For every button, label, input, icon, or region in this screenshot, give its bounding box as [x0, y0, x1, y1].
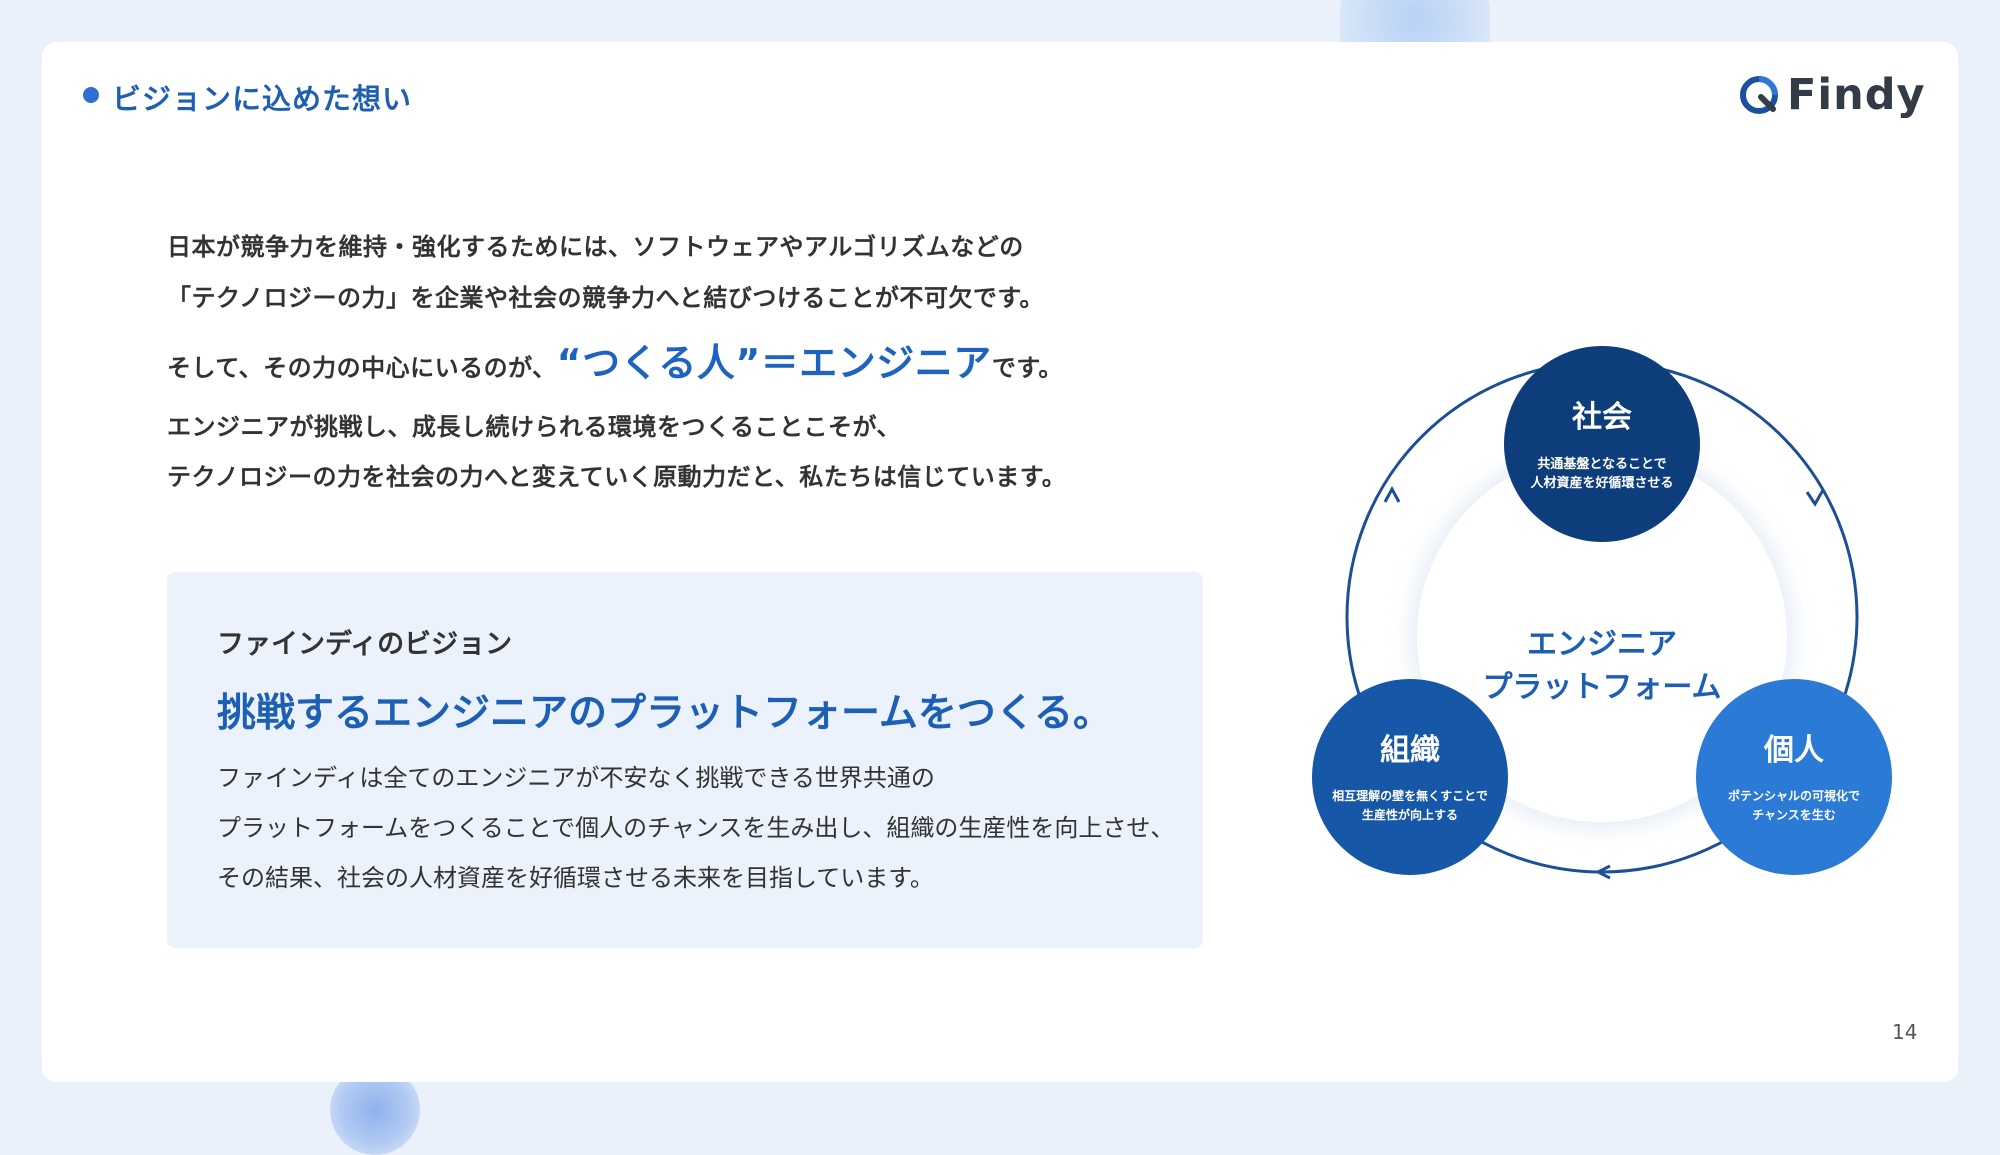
node-society	[1504, 346, 1700, 542]
center-circle	[1417, 452, 1787, 822]
node-individual-title: 個人	[1763, 733, 1824, 768]
node-individual-desc: チャンスを生む	[1752, 807, 1836, 822]
bullet-icon	[83, 87, 99, 103]
cycle-diagram: エンジニア プラットフォーム 社会 共通基盤となることで 人材資産を好循環させる…	[1272, 292, 1912, 952]
emphasis-text: “つくる人”＝エンジニア	[556, 341, 992, 385]
findy-logo: Findy	[1737, 70, 1926, 120]
cycle-diagram-svg: エンジニア プラットフォーム 社会 共通基盤となることで 人材資産を好循環させる…	[1312, 346, 1892, 880]
vision-body-line: ファインディは全てのエンジニアが不安なく挑戦できる世界共通の	[217, 764, 935, 792]
node-individual-desc: ポテンシャルの可視化で	[1728, 788, 1860, 803]
slide: ビジョンに込めた想い Findy 日本が競争力を維持・強化するためには、ソフトウ…	[42, 42, 1958, 1082]
intro-line: エンジニアが挑戦し、成長し続けられる環境をつくることこそが、	[167, 413, 902, 441]
intro-line: 日本が競争力を維持・強化するためには、ソフトウェアやアルゴリズムなどの	[167, 233, 1024, 261]
section-title: ビジョンに込めた想い	[112, 82, 413, 116]
node-organization-desc: 生産性が向上する	[1362, 807, 1458, 822]
node-organization	[1312, 679, 1508, 875]
node-individual	[1696, 679, 1892, 875]
arrow-icon	[1383, 485, 1401, 503]
node-society-desc: 共通基盤となることで	[1537, 456, 1666, 472]
node-society-desc: 人材資産を好循環させる	[1530, 475, 1673, 491]
node-organization-desc: 相互理解の壁を無くすことで	[1332, 788, 1488, 803]
logo-text: Findy	[1787, 70, 1926, 120]
vision-box: ファインディのビジョン 挑戦するエンジニアのプラットフォームをつくる。 ファイン…	[167, 572, 1203, 948]
intro-line: 「テクノロジーの力」を企業や社会の競争力へと結びつけることが不可欠です。	[167, 284, 1044, 312]
vision-label: ファインディのビジョン	[217, 629, 513, 660]
center-label-line1: エンジニア	[1527, 627, 1677, 662]
findy-logo-icon	[1740, 76, 1778, 114]
vision-body-line: その結果、社会の人材資産を好循環させる未来を目指しています。	[217, 864, 934, 892]
arrow-icon	[1594, 864, 1611, 880]
vision-body-line: プラットフォームをつくることで個人のチャンスを生み出し、組織の生産性を向上させ、	[217, 814, 1175, 842]
node-society-title: 社会	[1572, 400, 1632, 435]
vision-statement: 挑戦するエンジニアのプラットフォームをつくる。	[217, 691, 1113, 736]
arrow-icon	[1805, 489, 1825, 507]
page-number: 14	[1892, 1020, 1918, 1044]
node-organization-title: 組織	[1380, 733, 1440, 768]
center-label-line2: プラットフォーム	[1482, 670, 1721, 705]
intro-line-emphasis: そして、その力の中心にいるのが、“つくる人”＝エンジニアです。	[167, 341, 1063, 385]
intro-line: テクノロジーの力を社会の力へと変えていく原動力だと、私たちは信じています。	[167, 463, 1067, 491]
